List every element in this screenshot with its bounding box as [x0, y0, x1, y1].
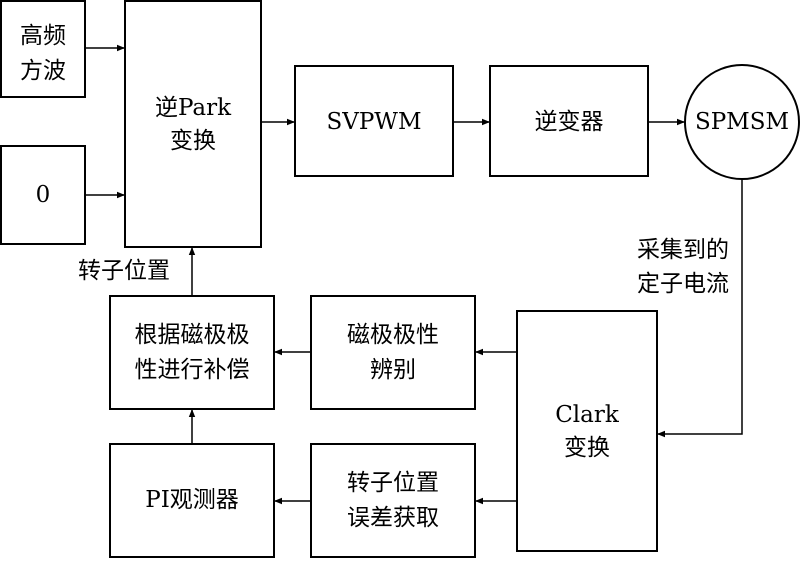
pi-observer-label: PI观测器 — [145, 487, 239, 513]
polarity-line-2: 辨别 — [370, 357, 416, 383]
inverse-park-line-1: 逆Park — [155, 95, 232, 121]
block-clark: Clark 变换 — [516, 310, 658, 552]
inverse-park-line-2: 变换 — [170, 128, 216, 154]
clark-line-2: 变换 — [564, 435, 610, 461]
hf-wave-line-1: 高频 — [20, 23, 66, 49]
error-acq-line-2: 误差获取 — [347, 505, 439, 531]
block-svpwm: SVPWM — [294, 65, 454, 177]
spmsm-label: SPMSM — [695, 109, 789, 135]
block-position-error-acquisition: 转子位置 误差获取 — [310, 443, 476, 558]
polarity-line-1: 磁极极性 — [347, 322, 439, 348]
block-polarity-compensation: 根据磁极极 性进行补偿 — [109, 295, 275, 410]
block-inverter: 逆变器 — [489, 65, 649, 177]
block-hf-wave: 高频 方波 — [0, 0, 86, 98]
error-acq-line-1: 转子位置 — [347, 470, 439, 496]
rotor-position-label: 转子位置 — [78, 258, 170, 284]
block-zero-input: 0 — [0, 145, 86, 245]
svpwm-label: SVPWM — [326, 109, 421, 135]
compensation-line-2: 性进行补偿 — [135, 357, 250, 383]
clark-line-1: Clark — [555, 402, 620, 428]
block-inverse-park: 逆Park 变换 — [124, 0, 262, 248]
hf-wave-line-2: 方波 — [20, 58, 66, 84]
stator-current-line-1: 采集到的 — [637, 237, 729, 263]
arrow-spmsm-to-clark — [657, 179, 743, 438]
block-polarity-identification: 磁极极性 辨别 — [310, 295, 476, 410]
stator-current-line-2: 定子电流 — [637, 271, 729, 297]
compensation-line-1: 根据磁极极 — [135, 322, 250, 348]
inverter-label: 逆变器 — [535, 109, 604, 135]
block-spmsm: SPMSM — [684, 64, 800, 180]
zero-input-label: 0 — [36, 182, 51, 208]
block-pi-observer: PI观测器 — [109, 443, 275, 558]
